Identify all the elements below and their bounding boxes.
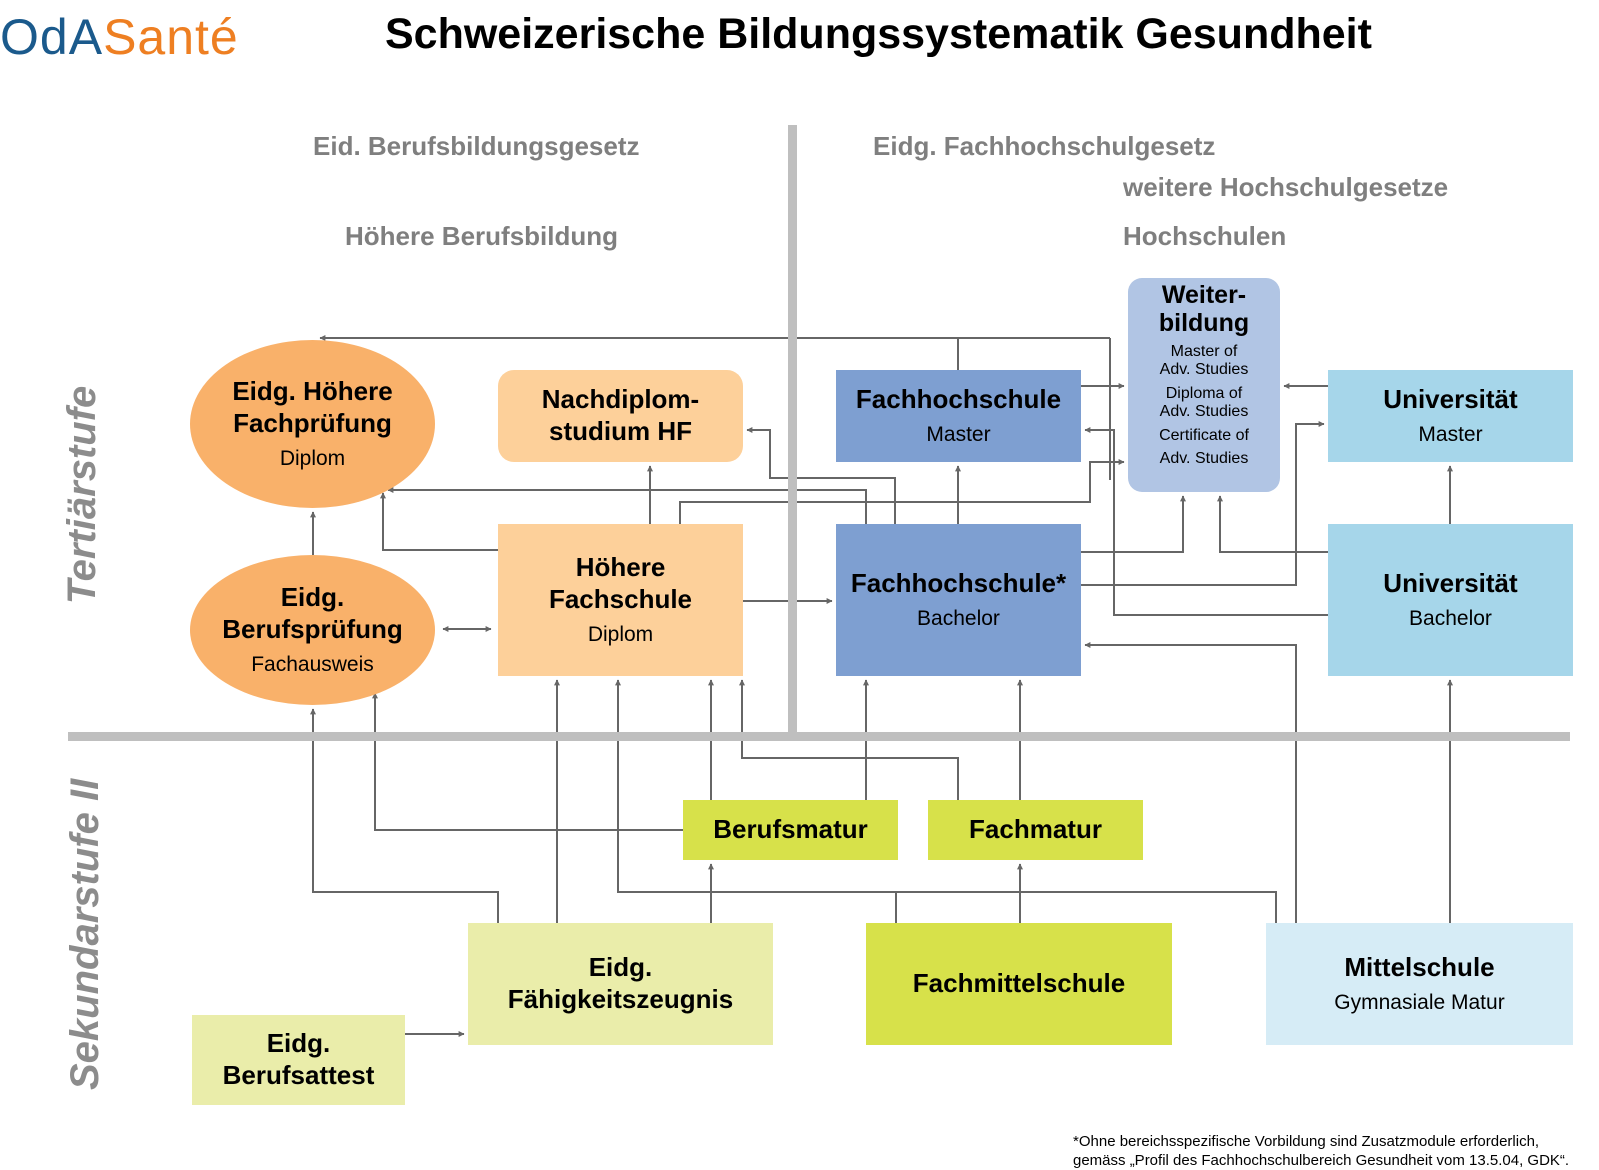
node-uni-bachelor: Universität Bachelor (1328, 524, 1573, 676)
weiterbildung-item: Master of (1170, 343, 1238, 360)
node-title: studium HF (549, 416, 692, 446)
horizontal-divider (68, 732, 1570, 741)
level-label-tertiaer: Tertiärstufe (60, 385, 104, 605)
node-uni-master: Universität Master (1328, 370, 1573, 462)
connector-arrow (372, 692, 683, 831)
node-title: Universität (1383, 384, 1518, 415)
connector-arrow (1081, 421, 1325, 586)
page-title: Schweizerische Bildungssystematik Gesund… (385, 10, 1372, 58)
connector-arrow (679, 459, 1125, 524)
node-berufsattest: Eidg. Berufsattest (192, 1015, 405, 1105)
header-hochschulen: Hochschulen (1123, 221, 1287, 251)
node-weiterbildung: Weiter- bildung Master of Adv. Studies D… (1128, 278, 1280, 492)
node-fachmatur: Fachmatur (928, 800, 1143, 860)
node-title: Fachmatur (969, 814, 1102, 845)
footnote: *Ohne bereichsspezifische Vorbildung sin… (1073, 1132, 1569, 1170)
node-fachmittelschule: Fachmittelschule (866, 923, 1172, 1045)
connector-arrow (739, 679, 959, 800)
vertical-divider (788, 125, 797, 732)
node-subtitle: Master (1418, 423, 1483, 447)
weiterbildung-item: Adv. Studies (1159, 360, 1249, 378)
footnote-line: gemäss „Profil des Fachhochschulbereich … (1073, 1152, 1570, 1169)
node-berufspruefung: Eidg. Berufsprüfung Fachausweis (190, 555, 435, 705)
node-subtitle: Master (926, 423, 991, 447)
node-fh-bachelor: Fachhochschule* Bachelor (836, 524, 1081, 676)
node-title: Fähigkeitszeugnis (507, 984, 734, 1014)
node-subtitle: Fachausweis (251, 652, 374, 676)
header-fachhochschulgesetz: Eidg. Fachhochschulgesetz (873, 131, 1216, 161)
node-subtitle: Gymnasiale Matur (1334, 991, 1505, 1015)
connector-arrow (1084, 427, 1328, 616)
node-subtitle: Diplom (587, 622, 654, 646)
node-subtitle: Bachelor (1409, 607, 1492, 631)
node-mittelschule: Mittelschule Gymnasiale Matur (1266, 923, 1573, 1045)
node-title: Fachhochschule* (850, 568, 1067, 599)
weiterbildung-item: Adv. Studies (1159, 402, 1249, 420)
node-hoehere-fachschule: Höhere Fachschule Diplom (498, 524, 743, 676)
node-title: Eidg. (280, 582, 345, 613)
node-title: Eidg. Höhere (232, 376, 393, 407)
node-title: Nachdiplom- (541, 384, 700, 415)
node-title: Eidg. (266, 1028, 331, 1059)
node-subtitle: Diplom (279, 446, 346, 470)
node-fh-master: Fachhochschule Master (836, 370, 1081, 462)
node-faehigkeitszeugnis: Eidg. Fähigkeitszeugnis (468, 923, 773, 1045)
weiterbildung-item: Certificate of (1159, 427, 1249, 445)
connector-arrow (1084, 642, 1297, 923)
odasante-logo: OdASanté (0, 9, 239, 65)
connector-arrow (310, 708, 499, 923)
connector-arrow (380, 492, 498, 551)
node-nachdiplomstudium: Nachdiplom- studium HF (498, 370, 743, 462)
node-title: Berufsmatur (713, 814, 868, 845)
node-title: Fachhochschule (855, 384, 1062, 415)
node-title: Höhere (575, 552, 666, 583)
connector-arrow (387, 487, 867, 524)
node-hoehere-fachpruefung: Eidg. Höhere Fachprüfung Diplom (190, 340, 435, 508)
connector-arrow (746, 427, 896, 524)
node-title: Fachschule (548, 584, 693, 615)
connector-arrow (615, 679, 1277, 923)
header-berufsbildungsgesetz: Eid. Berufsbildungsgesetz (313, 131, 640, 161)
weiterbildung-item: Diploma of (1165, 385, 1243, 403)
node-title: Eidg. (588, 952, 653, 983)
connector-arrow (1081, 495, 1186, 553)
header-hoehere-berufsbildung: Höhere Berufsbildung (345, 221, 619, 251)
node-title: Berufsattest (222, 1060, 375, 1090)
node-title: Weiter- (1161, 281, 1247, 309)
footnote-line: *Ohne bereichsspezifische Vorbildung sin… (1073, 1133, 1540, 1150)
node-title: Mittelschule (1344, 952, 1495, 983)
node-title: bildung (1158, 308, 1250, 337)
connector-arrow (1217, 495, 1328, 553)
weiterbildung-item: Adv. Studies (1159, 449, 1249, 467)
level-label-sekundar: Sekundarstufe II (63, 778, 107, 1090)
node-title: Fachprüfung (233, 408, 392, 439)
node-title: Fachmittelschule (912, 968, 1126, 999)
header-hochschulgesetze: weitere Hochschulgesetze (1123, 172, 1449, 202)
node-title: Universität (1383, 568, 1518, 599)
node-subtitle: Bachelor (917, 607, 1000, 631)
node-title: Berufsprüfung (222, 614, 403, 645)
node-berufsmatur: Berufsmatur (683, 800, 898, 860)
